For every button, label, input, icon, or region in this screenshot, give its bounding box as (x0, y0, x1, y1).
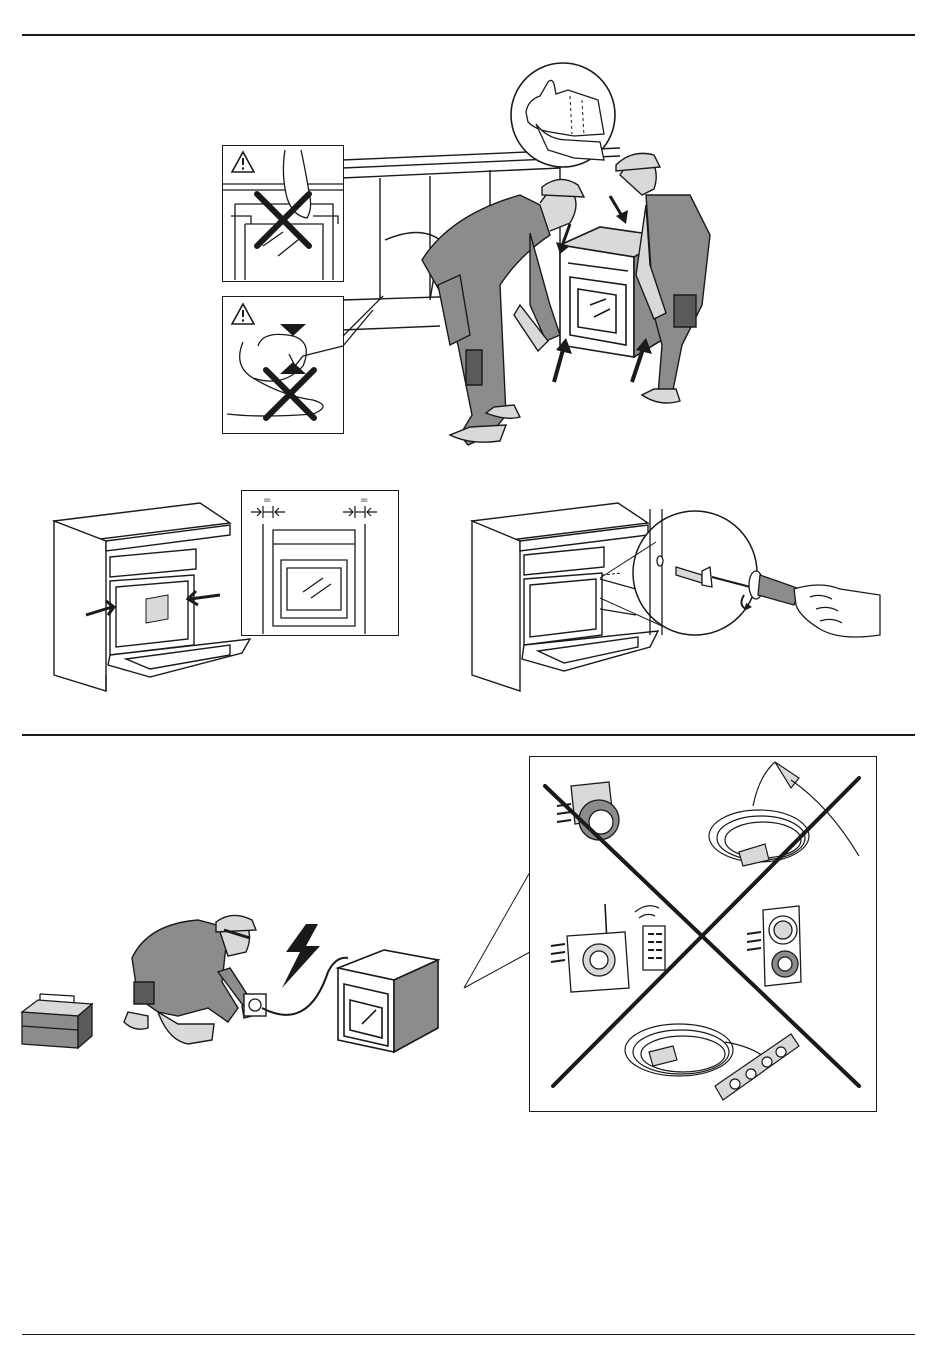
cross-icon (253, 190, 313, 250)
cabinet-oven-open-left (50, 495, 270, 695)
extension-cable-icon (709, 762, 859, 866)
bottom-rule (22, 1334, 915, 1335)
warning-triangle-icon (230, 150, 256, 174)
gap-equal-mark-right: = (360, 495, 368, 506)
remote-control-icon (635, 906, 665, 970)
callout-lines (460, 870, 540, 1010)
arrow-icon (624, 336, 664, 396)
power-strip-icon (625, 1024, 799, 1100)
arrow-icon (552, 222, 582, 262)
plug-adapter-icon (557, 782, 619, 840)
zoom-connector-lines (590, 530, 710, 610)
timer-plug-icon (747, 906, 801, 986)
middle-rule (22, 734, 915, 736)
arrow-icon (546, 336, 586, 396)
cross-icon (262, 366, 318, 422)
lightning-icon (276, 922, 326, 992)
gap-equal-mark-left: = (263, 495, 271, 506)
wifi-smart-plug-icon (551, 904, 629, 992)
toolbox-icon (18, 988, 98, 1058)
arrow-icon (606, 194, 636, 234)
warning-triangle-icon (230, 302, 256, 326)
prohibited-accessories-illustration (529, 756, 875, 1110)
oven-front-gap-illustration (241, 490, 397, 634)
workers-carrying-oven (410, 145, 710, 445)
